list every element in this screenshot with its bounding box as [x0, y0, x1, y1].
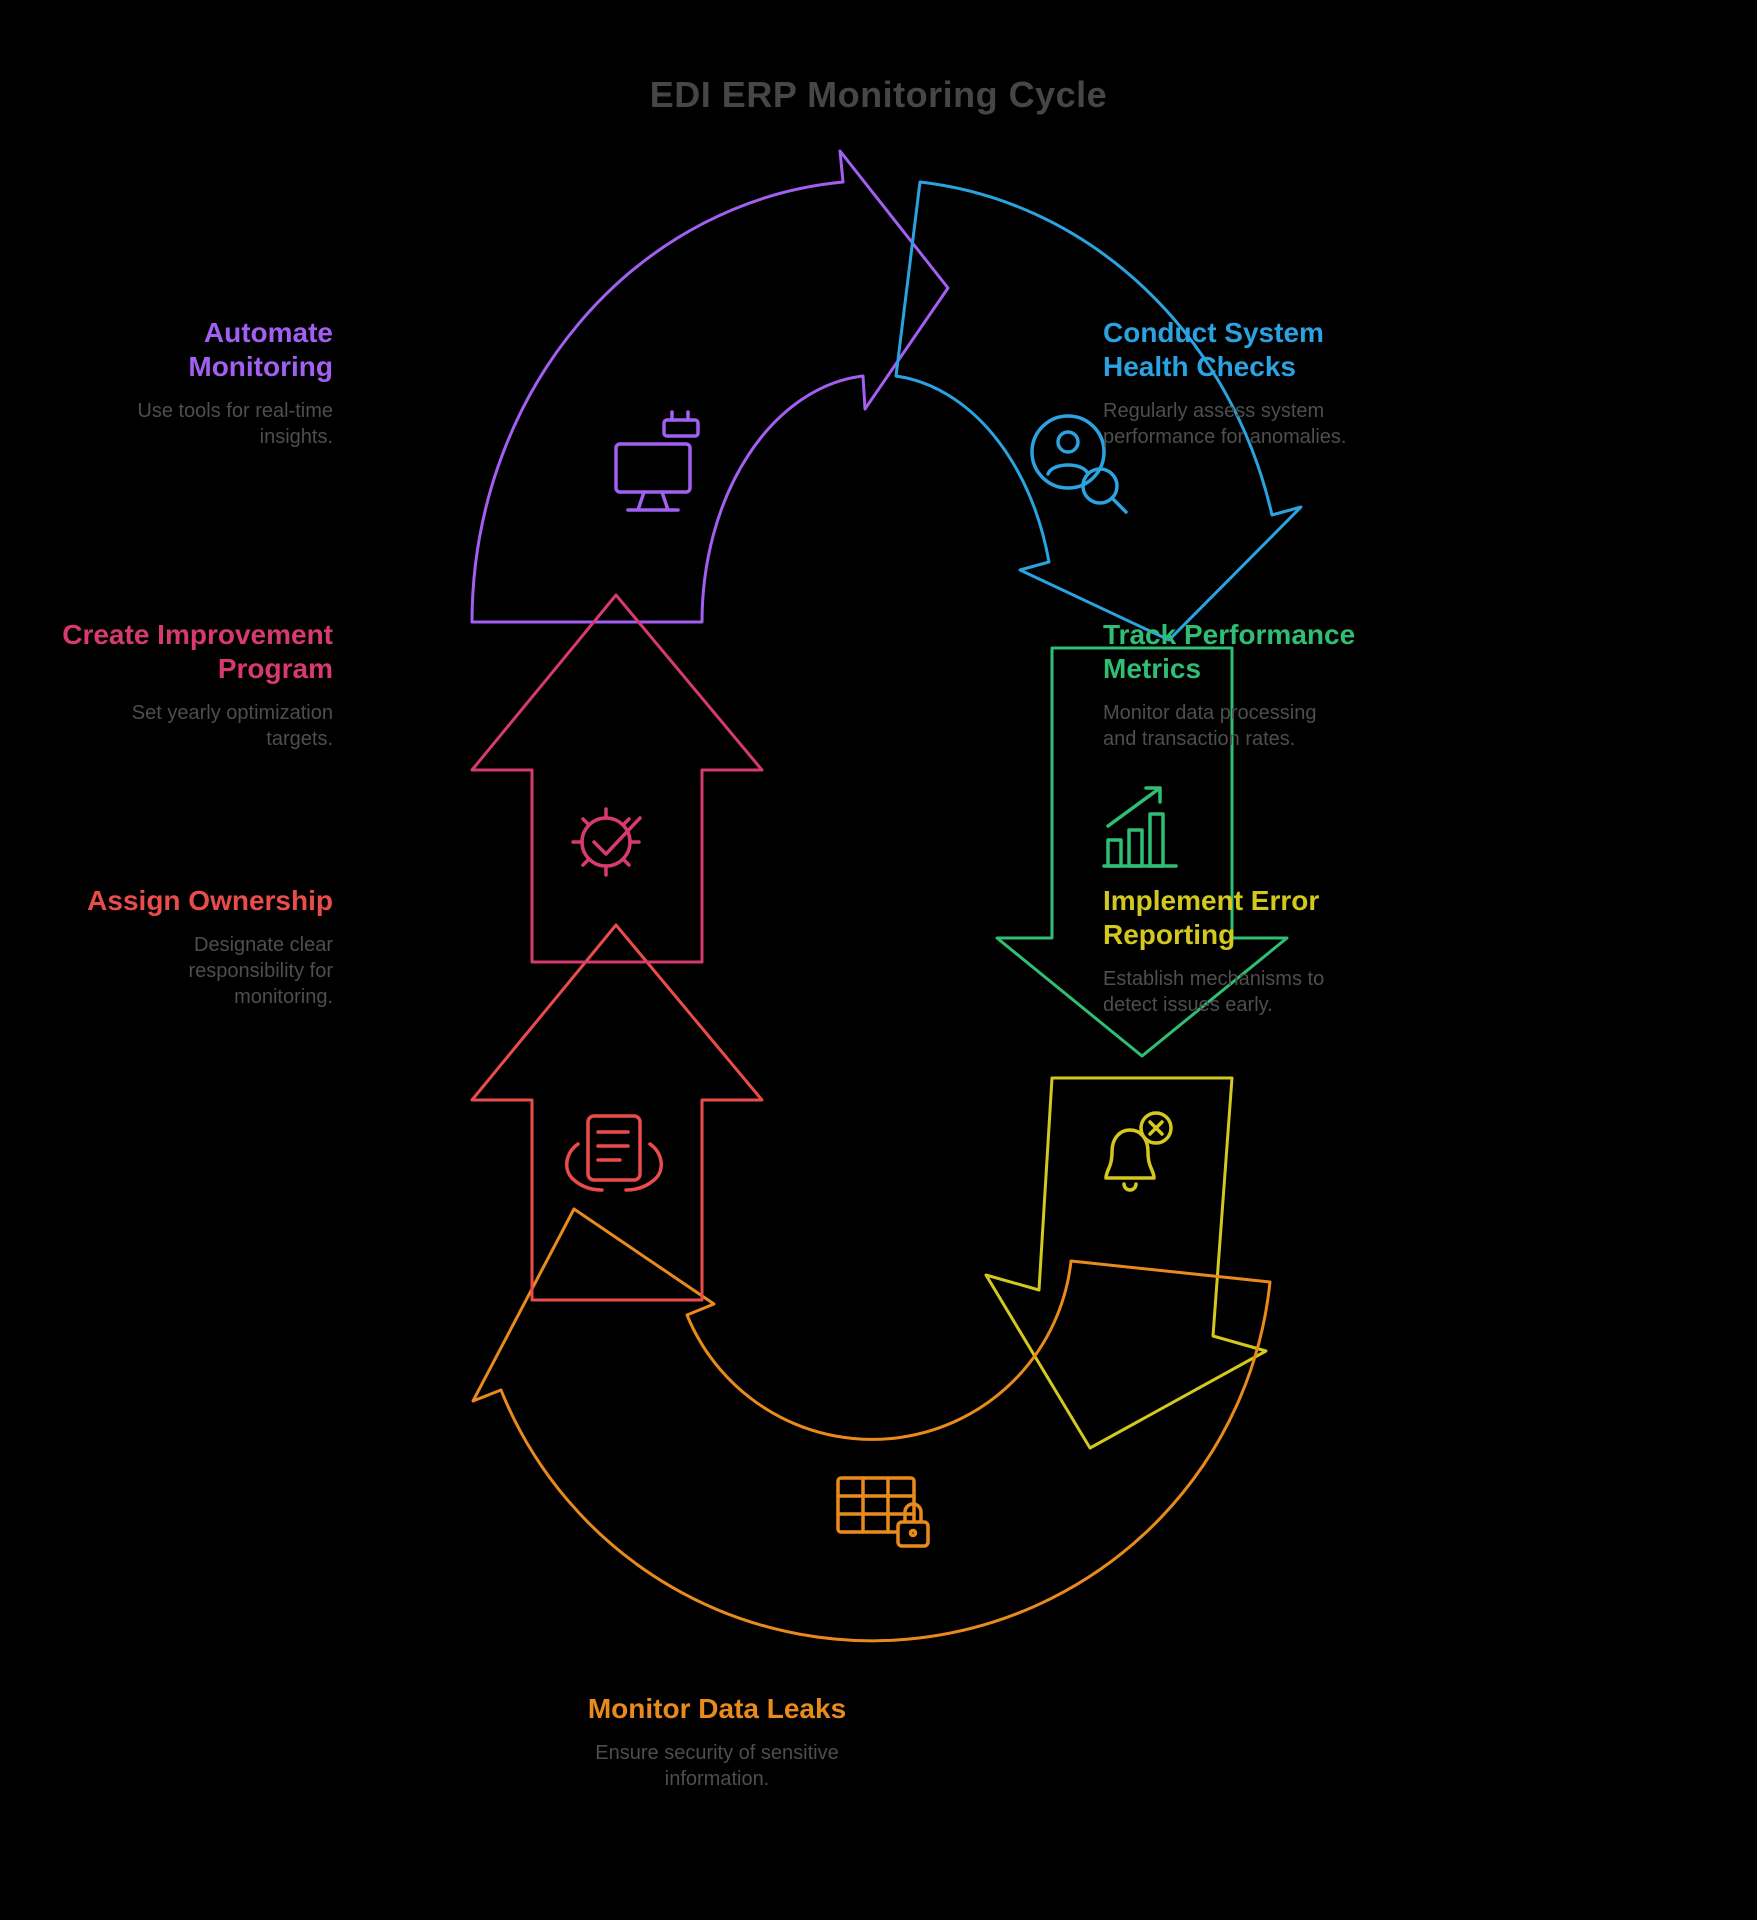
step-label-track-performance-metrics: Track Performance Metrics Monitor data p… — [1103, 618, 1473, 752]
step-label-implement-error-reporting: Implement Error Reporting Establish mech… — [1103, 884, 1473, 1018]
arrow-automate-monitoring — [470, 149, 950, 624]
database-lock-icon — [836, 1476, 930, 1548]
step-description: Monitor data processing and transaction … — [1103, 702, 1317, 751]
arrow-track-performance-metrics — [995, 646, 1289, 1058]
arrow-monitor-data-leaks — [471, 1207, 1272, 1643]
step-title: Create Improvement Program — [62, 619, 333, 685]
arrow-assign-ownership — [470, 923, 764, 1302]
step-title: Track Performance Metrics — [1103, 619, 1356, 685]
step-title: Monitor Data Leaks — [587, 1693, 847, 1724]
step-title: Implement Error Reporting — [1103, 885, 1320, 951]
step-label-monitor-data-leaks: Monitor Data Leaks Ensure security of se… — [467, 1692, 967, 1792]
step-title: Conduct System Health Checks — [1103, 317, 1324, 383]
hands-checklist-icon — [565, 1114, 663, 1192]
step-label-conduct-system-health-checks: Conduct System Health Checks Regularly a… — [1103, 316, 1473, 450]
step-description: Designate clear responsibility for monit… — [188, 934, 333, 1009]
step-label-assign-ownership: Assign Ownership Designate clear respons… — [0, 884, 333, 1010]
arrow-conduct-system-health-checks — [894, 180, 1303, 642]
step-title: Automate Monitoring — [188, 317, 333, 383]
diagram-title: EDI ERP Monitoring Cycle — [649, 74, 1108, 115]
step-description: Regularly assess system performance for … — [1103, 400, 1347, 449]
step-description: Ensure security of sensitive information… — [595, 1742, 839, 1791]
gear-check-icon — [571, 807, 642, 877]
bell-error-icon — [1104, 1111, 1173, 1192]
step-description: Use tools for real-time insights. — [137, 400, 333, 449]
monitor-icon — [614, 410, 700, 512]
step-label-automate-monitoring: Automate Monitoring Use tools for real-t… — [0, 316, 333, 450]
step-description: Establish mechanisms to detect issues ea… — [1103, 968, 1325, 1017]
step-label-create-improvement-program: Create Improvement Program Set yearly op… — [0, 618, 333, 752]
user-search-icon — [1030, 414, 1128, 514]
arrow-create-improvement-program — [470, 593, 764, 964]
step-title: Assign Ownership — [87, 885, 333, 916]
chart-growth-icon — [1102, 786, 1178, 868]
arrow-implement-error-reporting — [984, 1076, 1268, 1450]
step-description: Set yearly optimization targets. — [131, 702, 333, 751]
